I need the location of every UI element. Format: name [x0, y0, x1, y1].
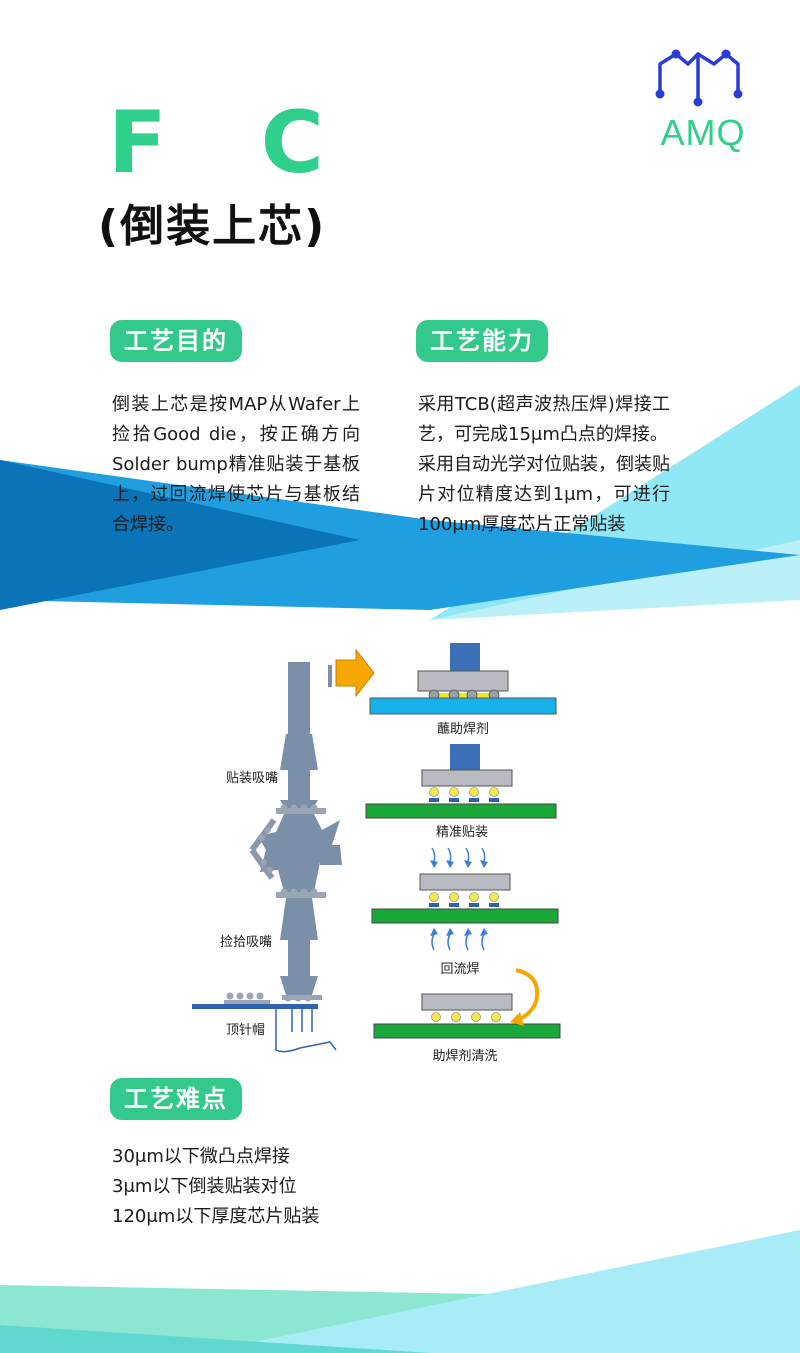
page-title: F C [108, 93, 356, 193]
heat-arrows-up-icon [430, 928, 488, 951]
step-3-label: 回流焊 [440, 961, 479, 977]
step-4-label: 助焊剂清洗 [432, 1048, 497, 1064]
bg-wedge-bottom-teal [0, 1325, 430, 1353]
bg-wedge-left-dark [0, 460, 360, 610]
difficulty-item: 120μm以下厚度芯片贴装 [112, 1206, 320, 1227]
machine-column [258, 662, 342, 995]
purpose-paragraph: 倒装上芯是按MAP从Wafer上捡拾Good die，按正确方向Solder b… [112, 394, 360, 535]
bg-wedge-center [0, 460, 800, 610]
logo-text: AMQ [660, 112, 746, 153]
section-heading-difficulty: 工艺难点 [110, 1078, 242, 1120]
ejector-cap [275, 1009, 337, 1053]
difficulty-list: 30μm以下微凸点焊接 3μm以下倒装贴装对位 120μm以下厚度芯片贴装 [112, 1142, 472, 1232]
capability-text: 采用TCB(超声波热压焊)焊接工艺，可完成15μm凸点的焊接。 采用自动光学对位… [418, 390, 670, 540]
step-1-label: 蘸助焊剂 [437, 721, 489, 737]
rinse-arrow-icon [510, 968, 539, 1026]
purpose-text: 倒装上芯是按MAP从Wafer上捡拾Good die，按正确方向Solder b… [112, 390, 360, 540]
section-heading-purpose: 工艺目的 [110, 320, 242, 362]
wafer-dies [224, 992, 322, 1004]
heat-arrows-down-icon [430, 847, 488, 868]
label-pick-nozzle: 捡拾吸嘴 [220, 934, 272, 950]
section-heading-capability: 工艺能力 [416, 320, 548, 362]
label-ejector: 顶针帽 [226, 1022, 265, 1038]
step-2-label: 精准贴装 [436, 825, 488, 840]
amq-logo-icon [655, 49, 743, 107]
step-reflow [371, 873, 559, 924]
transfer-arrow-icon [328, 648, 375, 698]
head-bumps [259, 804, 318, 896]
capability-paragraph-1: 采用TCB(超声波热压焊)焊接工艺，可完成15μm凸点的焊接。 [418, 394, 670, 445]
process-diagram: 蘸助焊剂 精准贴装 [192, 643, 561, 1064]
difficulty-item: 3μm以下倒装贴装对位 [112, 1176, 297, 1197]
step-flux-dip [369, 643, 557, 715]
bg-wedge-bottom-cyan [200, 1230, 800, 1353]
wafer-table [192, 1004, 318, 1009]
difficulty-item: 30μm以下微凸点焊接 [112, 1146, 290, 1167]
label-mount-nozzle: 贴装吸嘴 [226, 771, 278, 786]
step-placement [365, 744, 557, 819]
page-subtitle: (倒装上芯) [98, 201, 327, 252]
step-flux-clean [373, 993, 561, 1039]
capability-paragraph-2: 采用自动光学对位贴装，倒装贴片对位精度达到1μm，可进行100μm厚度芯片正常贴… [418, 454, 670, 535]
